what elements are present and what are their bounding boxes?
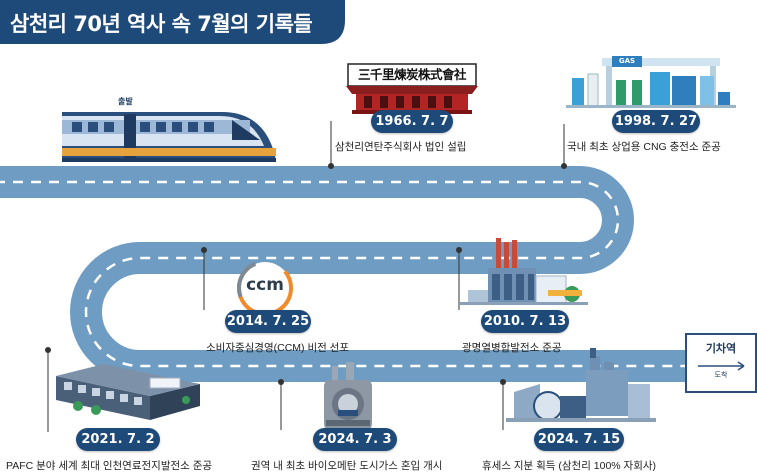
milestone-text-1998: 국내 최초 상업용 CNG 충전소 준공 [567, 141, 721, 153]
gas-station-illustration [566, 56, 736, 108]
milestone-date-1966: 1966. 7. 7 [371, 110, 453, 133]
milestone-text-2021: PAFC 분야 세계 최대 인천연료전지발전소 준공 [6, 460, 213, 472]
page-title: 삼천리 70년 역사 속 7월의 기록들 [10, 12, 313, 36]
fuel-cell-plant-illustration [56, 364, 200, 420]
milestone-date-2024-07-15: 2024. 7. 15 [534, 428, 624, 451]
factory-illustration [506, 348, 656, 422]
milestone-text-2010: 광명열병합발전소 준공 [462, 342, 562, 354]
gas-station-sign-text: GAS [618, 57, 636, 65]
milestone-date-2010: 2010. 7. 13 [481, 310, 569, 333]
milestone-text-1966: 삼천리연탄주식회사 법인 설립 [335, 141, 467, 153]
power-plant-illustration [460, 238, 588, 305]
train-label: 출발 [118, 97, 133, 106]
company-sign-text: 三千里煉炭株式會社 [357, 67, 467, 82]
road-dashes [0, 180, 690, 368]
ccm-logo-illustration [237, 260, 293, 316]
milestone-text-2014: 소비자중심경영(CCM) 비전 선포 [206, 342, 349, 354]
train-illustration [62, 112, 276, 162]
milestone-text-2024-07-03: 권역 내 최초 바이오메탄 도시가스 혼입 개시 [251, 460, 443, 472]
destination-sub: 도착 [714, 371, 728, 379]
ccm-logo-text: ccm [246, 275, 284, 295]
milestone-date-2021: 2021. 7. 2 [76, 428, 160, 451]
gas-meter-illustration [324, 362, 372, 430]
destination-sign [685, 333, 757, 393]
milestone-date-2024-07-03: 2024. 7. 3 [313, 428, 397, 451]
milestone-date-2014: 2014. 7. 25 [225, 310, 311, 333]
milestone-date-1998: 1998. 7. 27 [612, 110, 700, 133]
milestone-text-2024-07-15: 휴세스 지분 획득 (삼천리 100% 자회사) [482, 460, 657, 472]
destination-name: 기차역 [705, 342, 737, 355]
title-background [0, 0, 345, 44]
pointer-lines [47, 121, 565, 432]
pointer-dots [45, 163, 567, 385]
